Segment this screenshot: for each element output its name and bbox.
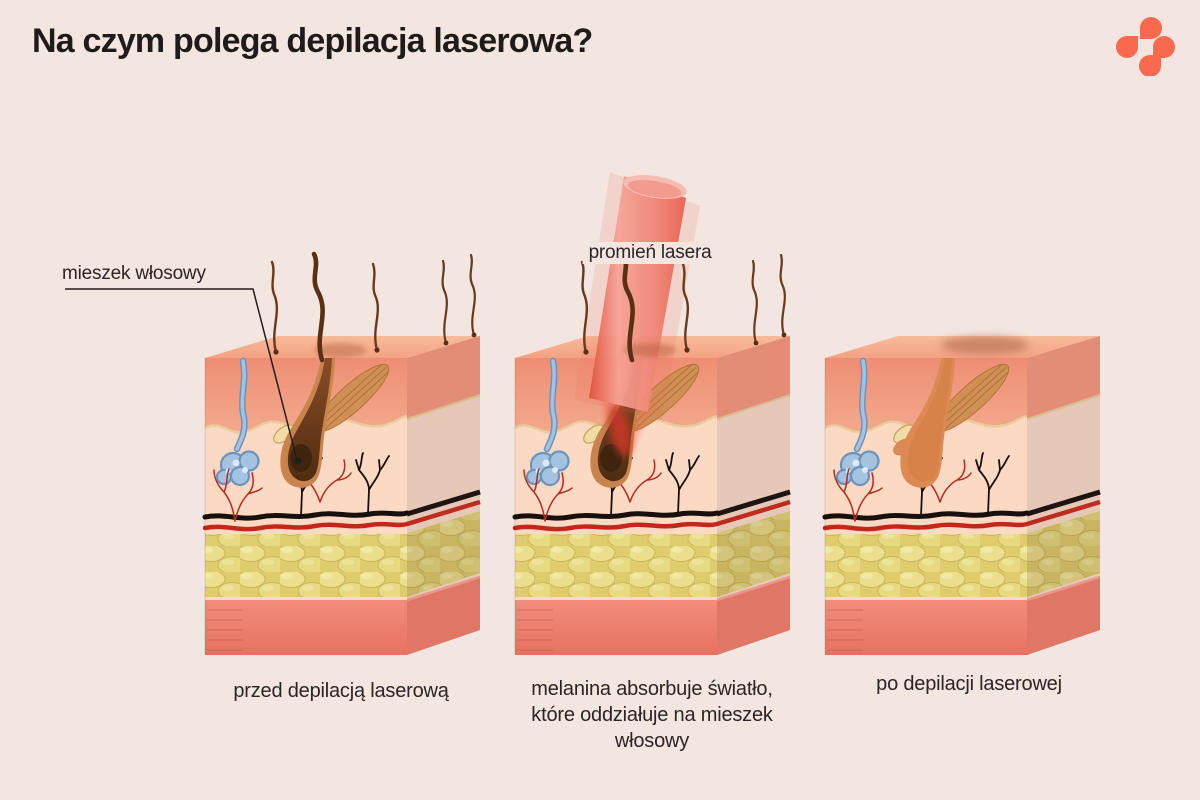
caption-during: melanina absorbuje światło, które oddzia… (531, 678, 773, 752)
skin-block-after (825, 336, 1100, 655)
page-title: Na czym polega depilacja laserowa? (32, 22, 593, 60)
caption-before: przed depilacją laserową (233, 680, 449, 702)
surface-mark (941, 336, 1029, 354)
laser-beam (589, 176, 686, 412)
caption-after: po depilacji laserowej (876, 673, 1062, 695)
laser-beam-label: promień lasera (582, 242, 718, 264)
melanin-glow (608, 403, 632, 457)
laser-beam-top (623, 175, 687, 199)
follicle-leader-line (65, 288, 302, 465)
skin-block-before (205, 254, 480, 655)
follicle-label: mieszek włosowy (62, 263, 206, 284)
follicle-bulb (290, 444, 312, 472)
skin-block-during (515, 172, 790, 655)
